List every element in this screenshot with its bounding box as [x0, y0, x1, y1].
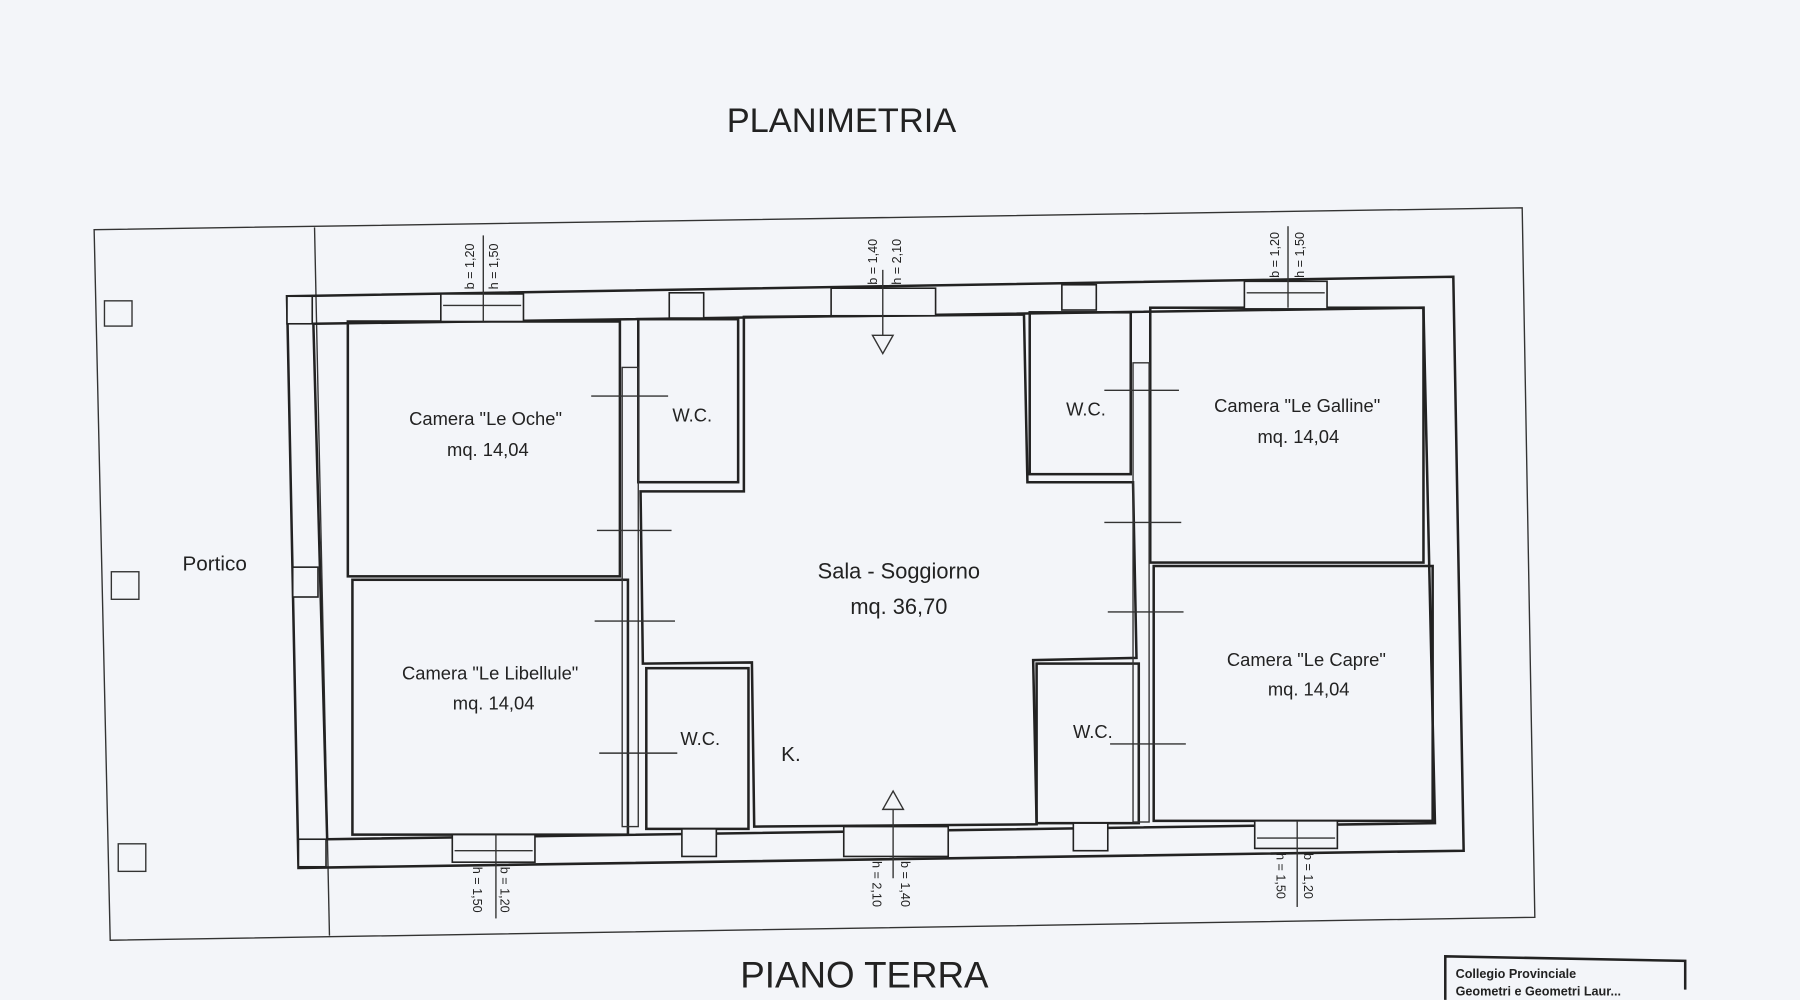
dim-h: h = 2,10: [869, 861, 883, 907]
wc-label: W.C.: [680, 728, 720, 749]
dim-h: h = 1,50: [1293, 232, 1307, 278]
dim-b: b = 1,20: [1301, 853, 1315, 899]
interior-doors: [591, 362, 1186, 828]
room-name: Camera "Le Libellule": [402, 663, 578, 684]
column: [103, 300, 133, 327]
arrow-down-icon: [871, 334, 895, 356]
dim-b: b = 1,20: [1268, 232, 1282, 278]
room-area: mq. 14,04: [453, 693, 535, 714]
stamp-line1: Collegio Provinciale: [1456, 967, 1577, 981]
window: [451, 833, 536, 863]
room-area: mq. 14,04: [1268, 679, 1350, 700]
window: [1253, 820, 1339, 850]
dim-b: b = 1,20: [498, 867, 512, 913]
room-area: mq. 14,04: [1258, 426, 1340, 447]
floor-label: PIANO TERRA: [740, 954, 989, 995]
stamp-line2: Geometri e Geometri Laur...: [1456, 984, 1621, 998]
arrow-up-icon: [881, 789, 905, 811]
window: [440, 293, 525, 323]
plan-title: PLANIMETRIA: [727, 102, 957, 140]
room-area: mq. 36,70: [850, 594, 947, 619]
wc-top-right: [1028, 311, 1133, 476]
room-sala-soggiorno: [639, 313, 1138, 828]
dim-b: b = 1,40: [898, 861, 912, 907]
window: [297, 838, 327, 868]
room-name: Camera "Le Capre": [1227, 649, 1386, 670]
dim-b: b = 1,40: [866, 239, 880, 285]
window: [291, 566, 319, 598]
window: [1243, 280, 1328, 310]
wc-top-left: [637, 317, 740, 484]
window: [668, 291, 705, 319]
window: [1072, 822, 1109, 852]
stamp-frame: [1444, 955, 1687, 1000]
window: [286, 295, 314, 325]
dim-h: h = 1,50: [470, 867, 484, 913]
column: [117, 843, 147, 873]
dim-h: h = 1,50: [1274, 853, 1288, 899]
room-area: mq. 14,04: [447, 439, 529, 460]
rear-door: [842, 825, 950, 858]
wc-label: W.C.: [1066, 399, 1106, 420]
window: [1061, 283, 1098, 311]
dim-h: h = 2,10: [890, 239, 904, 285]
room-name: Camera "Le Oche": [409, 408, 562, 429]
portico-boundary: [93, 207, 1536, 941]
room-name: Sala - Soggiorno: [818, 559, 980, 584]
column: [110, 571, 140, 600]
outer-wall: [285, 275, 1465, 870]
dim-h: h = 1,50: [487, 243, 501, 289]
portico-label: Portico: [183, 553, 247, 576]
wc-label: W.C.: [1073, 721, 1113, 742]
kitchen-label: K.: [781, 743, 801, 766]
room-name: Camera "Le Galline": [1214, 395, 1380, 416]
wc-label: W.C.: [672, 404, 712, 425]
window: [681, 828, 718, 858]
dim-b: b = 1,20: [463, 243, 477, 289]
